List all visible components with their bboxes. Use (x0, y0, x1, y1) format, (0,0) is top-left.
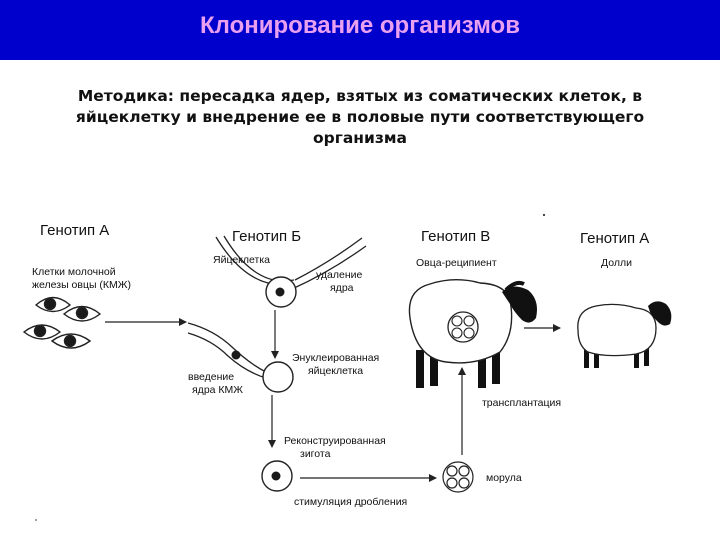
description-line-3: организма (312, 129, 407, 147)
label-stimulation: стимуляция дробления (294, 496, 408, 508)
label-kmzh-line-1: Клетки молочной (32, 266, 116, 278)
egg-with-nucleus-illustration (215, 235, 367, 308)
decorative-dot (34, 518, 38, 522)
reconstructed-zygote-illustration (261, 460, 293, 492)
recipient-sheep-illustration (408, 279, 537, 388)
label-genotype-a-left: Генотип А (40, 222, 110, 239)
label-reconstructed-zygote: Реконструированная зигота (284, 435, 386, 461)
label-nucleus-removal: удаление ядра (316, 269, 362, 295)
mammary-cells-illustration (22, 296, 102, 349)
slide-title: Клонирование организмов (200, 12, 520, 39)
label-enucleated-egg: Энуклеированная яйцеклетка (292, 352, 379, 378)
label-insertion-line-1: введение (188, 371, 235, 383)
label-recipient: Овца-реципиент (416, 257, 497, 269)
description-line-1: Методика: пересадка ядер, взятых из сома… (77, 87, 643, 105)
description-line-2: яйцеклетку и внедрение ее в половые пути… (75, 108, 645, 126)
method-description: Методика: пересадка ядер, взятых из сома… (30, 86, 690, 149)
label-genotype-a-right: Генотип А (580, 230, 650, 247)
dolly-sheep-illustration (577, 301, 672, 368)
label-egg: Яйцеклетка (213, 254, 270, 266)
label-reconstructed-line-1: Реконструированная (284, 435, 386, 447)
label-genotype-b: Генотип Б (232, 228, 302, 245)
label-enucleated-line-1: Энуклеированная (292, 352, 380, 364)
morula-illustration (442, 461, 474, 493)
decorative-dot (542, 213, 546, 217)
label-nucleus-removal-line-2: ядра (330, 282, 354, 294)
label-morula: морула (486, 472, 522, 484)
title-bar (0, 0, 720, 60)
label-nucleus-removal-line-1: удаление (316, 269, 363, 281)
label-transplantation: трансплантация (482, 397, 562, 409)
label-kmzh: Клетки молочной железы овцы (КМЖ) (32, 266, 131, 292)
label-nucleus-insertion: введение ядра КМЖ (188, 371, 243, 397)
label-dolly: Долли (601, 257, 632, 269)
label-enucleated-line-2: яйцеклетка (308, 365, 364, 377)
label-reconstructed-line-2: зигота (300, 448, 331, 460)
label-insertion-line-2: ядра КМЖ (192, 384, 243, 396)
label-genotype-v: Генотип В (421, 228, 491, 245)
label-kmzh-line-2: железы овцы (КМЖ) (32, 279, 131, 291)
nucleus-insertion-illustration (187, 322, 294, 393)
